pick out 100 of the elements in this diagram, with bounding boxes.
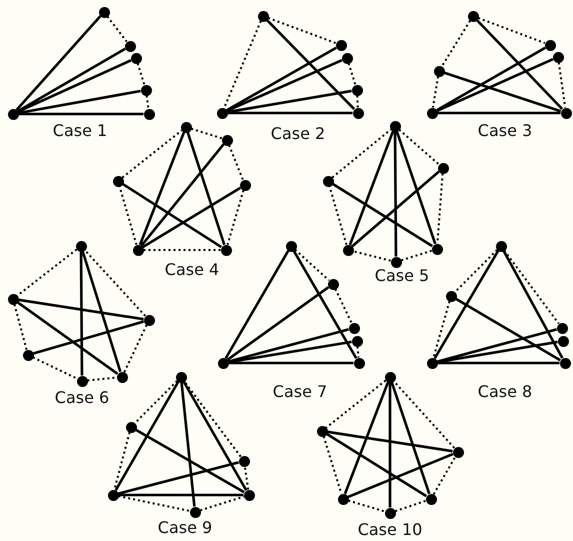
edge-line — [436, 46, 546, 112]
dotted-line — [123, 324, 148, 372]
vertex-dot — [352, 336, 362, 346]
vertex-dot — [468, 10, 478, 22]
dotted-line — [348, 500, 386, 512]
case-label: Case 8 — [478, 383, 532, 401]
edge-line — [182, 381, 248, 491]
dotted-line — [87, 376, 117, 382]
edge-line — [438, 362, 560, 364]
vertex-dot — [76, 376, 88, 386]
vertex-dot — [130, 52, 142, 64]
vertex-dot — [432, 244, 442, 254]
case-label: Case 7 — [272, 383, 328, 401]
vertex-dot — [144, 314, 154, 326]
dotted-line — [356, 346, 360, 358]
dotted-line — [432, 301, 450, 358]
edge-line — [118, 494, 244, 496]
dotted-line — [400, 250, 432, 262]
edge-line — [351, 170, 440, 248]
edge-line — [138, 132, 186, 246]
vertex-dot — [352, 84, 362, 96]
dotted-line — [118, 495, 190, 512]
vertex-dot — [258, 10, 268, 22]
edge-line — [348, 452, 454, 498]
edge-line — [118, 461, 239, 495]
vertex-dot — [220, 244, 232, 256]
vertex-dot — [560, 108, 572, 118]
dotted-line — [503, 250, 560, 324]
case-label: Case 9 — [158, 519, 212, 537]
edge-line — [455, 298, 561, 362]
edge-line — [332, 182, 434, 248]
edge-line — [228, 362, 354, 364]
dotted-line — [134, 380, 178, 424]
vertex-dot — [8, 108, 18, 120]
vertex-dot — [446, 290, 456, 302]
vertex-dot — [338, 494, 348, 504]
edge-line — [394, 132, 398, 256]
vertex-dot — [112, 176, 124, 186]
case-label: Case 5 — [374, 267, 430, 285]
vertex-dot — [336, 40, 346, 50]
vertex-dot — [558, 336, 568, 346]
vertex-dot — [438, 162, 448, 174]
dotted-line — [322, 436, 342, 494]
edge-line — [18, 90, 141, 114]
dotted-line — [106, 16, 128, 42]
vertex-dot — [116, 372, 128, 382]
dotted-line — [294, 248, 330, 282]
vertex-dot — [176, 372, 186, 382]
edge-line — [142, 186, 241, 248]
edge-line — [436, 328, 558, 363]
dotted-line — [432, 76, 440, 108]
edge-line — [266, 19, 356, 110]
dotted-line — [144, 249, 220, 251]
edge-line — [140, 143, 225, 247]
edge-line — [180, 382, 196, 507]
vertex-dot — [218, 358, 228, 368]
vertex-dot — [22, 350, 34, 360]
case-label: Case 4 — [164, 261, 220, 279]
vertex-dot — [348, 322, 360, 334]
edge-line — [438, 112, 560, 114]
edge-line — [122, 182, 222, 248]
dotted-line — [432, 456, 456, 495]
dotted-line — [190, 128, 222, 140]
edge-line — [226, 286, 330, 361]
dotted-line — [228, 144, 244, 180]
dotted-line — [136, 62, 146, 86]
dotted-line — [184, 380, 242, 458]
dotted-line — [223, 20, 262, 108]
vertex-dot — [384, 372, 396, 382]
dotted-line — [394, 500, 426, 512]
dotted-line — [356, 95, 359, 108]
vertex-dot — [426, 108, 438, 118]
edge-line — [224, 250, 290, 359]
vertex-dot — [556, 322, 568, 334]
case-label: Case 10 — [358, 521, 422, 539]
vertex-dot — [452, 446, 464, 458]
dotted-line — [353, 250, 391, 262]
vertex-dot — [126, 422, 136, 432]
vertex-dot — [216, 108, 228, 118]
dotted-line — [326, 380, 386, 428]
edge-line — [114, 381, 180, 491]
edge-line — [18, 112, 144, 116]
vertex-dot — [222, 134, 232, 146]
dotted-line — [441, 20, 471, 67]
case-label: Case 6 — [54, 389, 110, 407]
edge-line — [390, 382, 430, 494]
edge-line — [396, 130, 436, 244]
vertex-dot — [354, 358, 364, 368]
dotted-line — [348, 62, 356, 86]
dotted-line — [146, 95, 150, 109]
vertex-dot — [190, 506, 200, 518]
vertex-dot — [286, 240, 296, 252]
edge-line — [226, 46, 337, 112]
vertex-dot — [316, 426, 328, 436]
vertex-dot — [132, 244, 144, 256]
vertex-dot — [342, 244, 354, 256]
vertex-dot — [98, 6, 110, 18]
dotted-line — [84, 249, 146, 317]
dotted-line — [200, 496, 244, 512]
edge-line — [227, 90, 352, 114]
